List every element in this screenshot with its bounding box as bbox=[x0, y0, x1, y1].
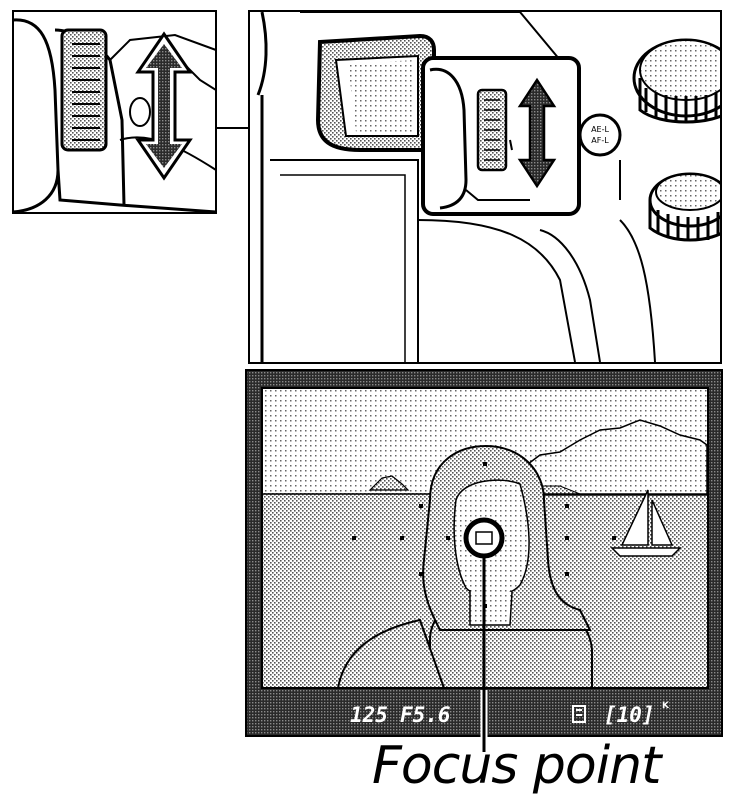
camera-back-illustration: AE-L AF-L bbox=[249, 11, 721, 363]
person-silhouette bbox=[336, 444, 593, 689]
diopter-inset bbox=[13, 11, 216, 213]
active-focus-point bbox=[463, 517, 505, 559]
command-dial bbox=[648, 172, 721, 242]
vf-aperture: F5.6 bbox=[400, 703, 451, 727]
camera-frame bbox=[248, 10, 722, 364]
mode-dial bbox=[632, 38, 721, 124]
viewfinder-display: 125 F5.6 [10] K bbox=[245, 369, 723, 737]
vf-exposure-suffix: K bbox=[662, 701, 670, 711]
diopter-callout-box bbox=[421, 56, 581, 216]
inset-frame bbox=[12, 10, 217, 214]
vf-frame-icon bbox=[572, 705, 586, 723]
focus-point-caption: Focus point bbox=[372, 736, 662, 796]
sailboat bbox=[610, 489, 682, 557]
vf-exposure-count: [10] bbox=[604, 703, 655, 727]
vf-shutter-speed: 125 bbox=[350, 703, 388, 727]
ael-label-line1: AE-L bbox=[591, 125, 609, 134]
ael-label-line2: AF-L bbox=[591, 136, 609, 145]
